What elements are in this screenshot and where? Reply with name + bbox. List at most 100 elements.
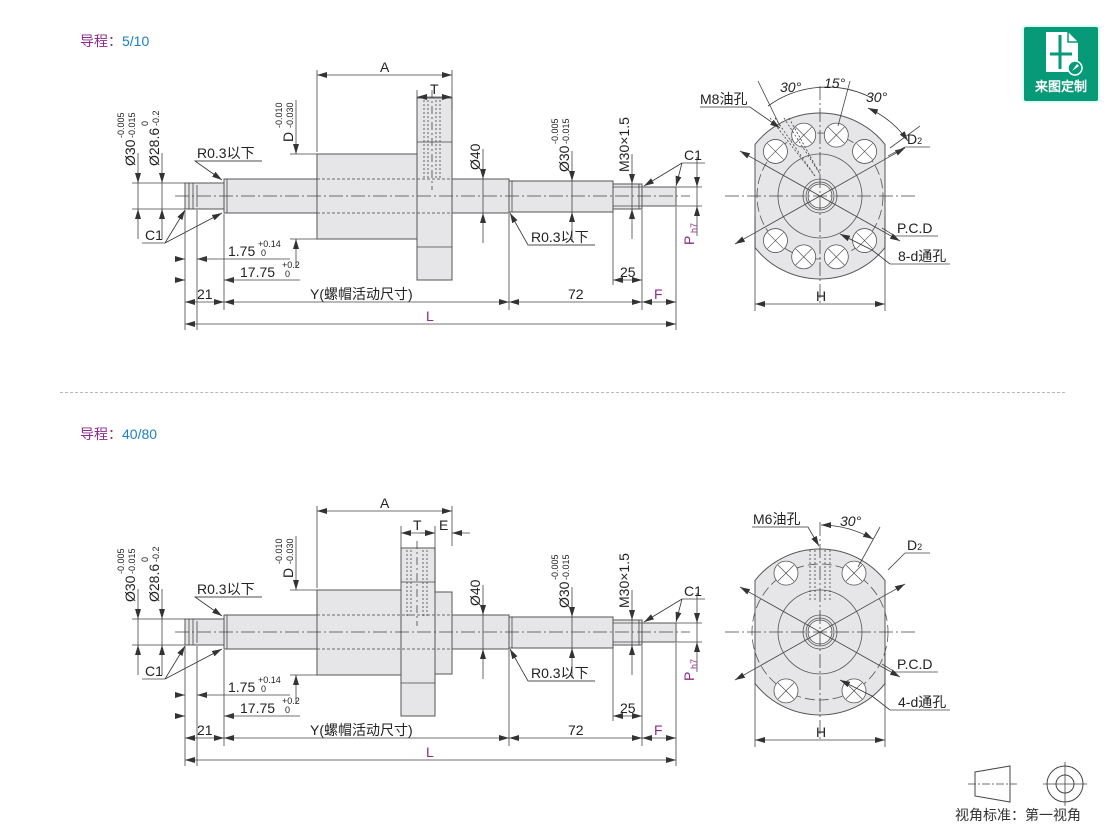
through-holes-label: 4-d通孔 [898,694,946,710]
dimension-label: D [280,568,296,578]
dimension-label: M30×1.5 [616,553,632,608]
tolerance-lower: 0 [261,684,266,694]
nut-body [316,589,402,676]
drawing-file-icon [1046,32,1083,76]
line [777,682,795,700]
leader-line [839,233,891,265]
dimension-label: 1.75 [228,243,255,259]
d2-diameter-line [734,147,906,245]
dimension-label: T [430,81,439,97]
line [788,117,821,175]
tolerance-upper: +0.14 [258,675,281,685]
tolerance-lower: -0.015 [127,548,137,574]
tolerance-lower: -0.030 [285,102,295,128]
custom-drawing-badge[interactable]: 来图定制 [1022,25,1100,103]
d2-main: D [907,131,917,147]
dimension-label: C1 [684,147,702,163]
tolerance-upper: 0 [140,121,150,126]
dimension-label: 72 [568,722,584,738]
leader-line [675,598,683,623]
dimension-label: R0.3以下 [531,665,589,681]
dimension-label: Ø40 [467,143,483,170]
tolerance-upper: 0 [140,557,150,562]
d2-sub: 2 [917,542,922,552]
oil-hole-label: M8油孔 [700,91,747,107]
dimension-label: Ø30 [122,575,138,602]
dimension-label: 1.75 [228,679,255,695]
dimension-label: 21 [197,286,213,302]
nut-hub [434,591,453,675]
badge-label: 来图定制 [1034,80,1087,95]
dimension-label: Y(螺帽活动尺寸) [310,722,413,738]
leader-line [675,162,683,187]
screw-shaft-right [508,616,614,649]
first-angle-projection-symbol [968,762,1087,806]
dimension-label: P [681,672,697,681]
dimension-label: Ø28.6 [146,564,162,602]
dimension-label: Ø30 [556,581,572,608]
lead-key: 导程： [80,426,122,442]
dimension-label: L [426,308,434,324]
dimension-label: 17.75 [240,264,275,280]
dimension-label: T [413,517,422,533]
right-journal [641,622,677,643]
leader-line [752,526,820,547]
angle-label: 30° [840,513,862,529]
side-view-1: ATØ30-0.005-0.015Ø28.60-0.2D-0.010-0.030… [116,59,705,330]
lead-value: 40/80 [122,426,158,442]
line [845,564,863,582]
angle-arc [867,107,909,142]
dimension-label: 21 [197,722,213,738]
line [845,682,863,700]
line [881,663,896,673]
line [828,248,845,266]
leader-line [839,679,891,711]
line [837,80,851,127]
nut-body [316,153,418,240]
subscript: h7 [689,223,699,233]
dimension-label: 25 [620,700,636,716]
line [783,117,821,175]
tolerance-lower: -0.015 [127,112,137,138]
tolerance-lower: -0.030 [285,538,295,564]
leader-line [164,645,186,680]
dimension-label: R0.3以下 [197,581,255,597]
tolerance-lower: -0.2 [151,546,161,562]
lead-label-2: 导程：40/80 [80,424,157,444]
dimension-label: Ø30 [122,139,138,166]
truncated-cone-icon [974,765,1011,803]
line [857,526,881,568]
angle-label: 30° [780,79,802,95]
tolerance-lower: 0 [285,705,290,715]
thread-m30 [612,183,643,210]
line [887,552,906,571]
dimension-label: C1 [145,663,163,679]
dimension-label: Ø28.6 [146,128,162,166]
tolerance-upper: -0.010 [274,102,284,128]
leader-line [164,212,223,244]
dimension-label: A [380,59,390,75]
dimension-label: Y(螺帽活动尺寸) [310,286,413,302]
lead-key: 导程： [80,33,122,49]
tolerance-upper: +0.2 [282,696,300,706]
line [889,125,921,149]
dimension-label: C1 [684,583,702,599]
tolerance-lower: -0.015 [561,554,571,580]
leader-line [643,598,683,623]
dimension-label: 72 [568,286,584,302]
leader-line [164,209,186,244]
dimension-label: Ø30 [556,145,572,172]
through-holes-label: 8-d通孔 [898,248,946,264]
dimension-label: Ø40 [467,579,483,606]
line [881,227,896,237]
dimension-label: A [380,495,390,511]
pcd-label: P.C.D [897,220,933,236]
leader-line [164,648,223,680]
angle-arc [767,86,873,107]
dimension-label: M30×1.5 [616,117,632,172]
tolerance-upper: -0.010 [274,538,284,564]
section-divider [60,392,1065,393]
tolerance-upper: -0.005 [116,112,126,138]
